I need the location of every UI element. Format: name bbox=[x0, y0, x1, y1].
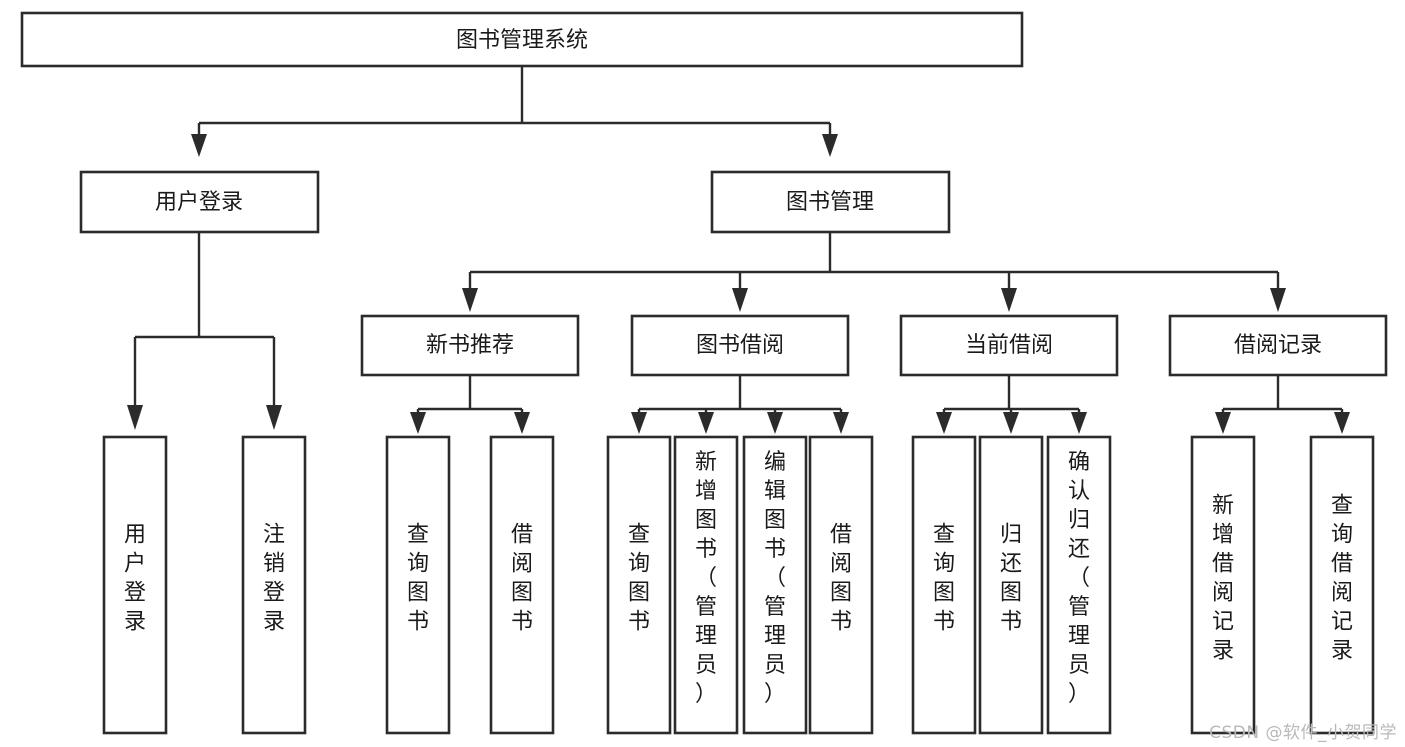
node-leaf-add-book-box[interactable] bbox=[673, 435, 739, 735]
node-leaf-borrow-book-1[interactable]: 借阅图书 bbox=[489, 435, 555, 735]
arrow-head-leaf-borrow-book-1 bbox=[514, 412, 530, 434]
node-root[interactable]: 图书管理系统 bbox=[20, 11, 1024, 68]
node-leaf-confirm-return[interactable]: 确认归还（管理员） bbox=[1046, 435, 1112, 735]
connector-group-user-login bbox=[127, 232, 282, 430]
connector-group-new-book-recommend bbox=[410, 376, 530, 434]
node-leaf-return-book-box[interactable] bbox=[978, 435, 1044, 735]
node-book-management[interactable]: 图书管理 bbox=[710, 170, 951, 234]
node-new-book-recommend-box[interactable] bbox=[360, 314, 580, 377]
node-leaf-query-record[interactable]: 查询借阅记录 bbox=[1309, 435, 1375, 735]
node-borrow-record[interactable]: 借阅记录 bbox=[1168, 314, 1388, 377]
arrow-head-leaf-logout-login bbox=[266, 405, 282, 430]
node-root-box[interactable] bbox=[20, 11, 1024, 68]
node-leaf-borrow-book-2[interactable]: 借阅图书 bbox=[808, 435, 874, 735]
node-leaf-edit-book-label: 编辑图书（管理员） bbox=[764, 450, 786, 707]
arrow-head-leaf-user-login bbox=[127, 405, 143, 430]
arrow-head-current-borrow bbox=[1001, 288, 1017, 312]
arrow-head-leaf-add-book bbox=[698, 412, 714, 434]
connector-group-book-management bbox=[462, 232, 1286, 312]
node-leaf-query-record-label: 查询借阅记录 bbox=[1331, 494, 1353, 664]
node-leaf-query-book-2[interactable]: 查询图书 bbox=[606, 435, 672, 735]
arrow-head-book-management bbox=[822, 134, 838, 157]
connector-group-root bbox=[191, 66, 838, 157]
node-borrow-record-box[interactable] bbox=[1168, 314, 1388, 377]
node-leaf-query-book-2-box[interactable] bbox=[606, 435, 672, 735]
arrow-head-new-book-recommend bbox=[462, 288, 478, 312]
node-leaf-query-book-1[interactable]: 查询图书 bbox=[385, 435, 451, 735]
arrow-head-leaf-query-book-2 bbox=[631, 412, 647, 434]
connector-group-book-borrow bbox=[631, 376, 849, 434]
node-leaf-borrow-book-2-box[interactable] bbox=[808, 435, 874, 735]
node-leaf-user-login-box[interactable] bbox=[102, 435, 168, 735]
arrow-head-book-borrow bbox=[732, 288, 748, 312]
arrow-head-borrow-record bbox=[1270, 288, 1286, 312]
node-leaf-borrow-book-1-box[interactable] bbox=[489, 435, 555, 735]
node-new-book-recommend[interactable]: 新书推荐 bbox=[360, 314, 580, 377]
node-leaf-query-record-box[interactable] bbox=[1309, 435, 1375, 735]
arrow-head-leaf-query-book-1 bbox=[410, 412, 426, 434]
node-leaf-query-book-1-box[interactable] bbox=[385, 435, 451, 735]
node-leaf-edit-book-box[interactable] bbox=[742, 435, 808, 735]
node-leaf-query-book-2-label: 查询图书 bbox=[628, 523, 650, 635]
node-current-borrow-box[interactable] bbox=[899, 314, 1119, 377]
node-leaf-return-book[interactable]: 归还图书 bbox=[978, 435, 1044, 735]
node-leaf-add-record[interactable]: 新增借阅记录 bbox=[1190, 435, 1256, 735]
arrow-head-leaf-borrow-book-2 bbox=[833, 412, 849, 434]
node-book-management-box[interactable] bbox=[710, 170, 951, 234]
csdn-watermark: CSDN @软件_小贺同学 bbox=[1209, 723, 1397, 743]
node-new-book-recommend-label: 新书推荐 bbox=[426, 333, 514, 358]
node-leaf-add-record-box[interactable] bbox=[1190, 435, 1256, 735]
node-leaf-logout-login-label: 注销登录 bbox=[263, 523, 285, 635]
node-leaf-query-book-3-label: 查询图书 bbox=[933, 523, 955, 635]
arrow-head-leaf-query-record bbox=[1334, 412, 1350, 434]
node-leaf-query-book-3-box[interactable] bbox=[911, 435, 977, 735]
node-book-borrow-label: 图书借阅 bbox=[696, 333, 784, 358]
node-leaf-query-book-3[interactable]: 查询图书 bbox=[911, 435, 977, 735]
node-leaf-query-book-1-label: 查询图书 bbox=[407, 523, 429, 635]
node-leaf-add-record-label: 新增借阅记录 bbox=[1212, 494, 1234, 664]
node-leaf-logout-login-box[interactable] bbox=[241, 435, 307, 735]
node-leaf-add-book-label: 新增图书（管理员） bbox=[695, 450, 717, 707]
node-leaf-edit-book[interactable]: 编辑图书（管理员） bbox=[742, 435, 808, 735]
arrow-head-leaf-add-record bbox=[1215, 412, 1231, 434]
node-book-management-label: 图书管理 bbox=[786, 190, 874, 215]
node-user-login-box[interactable] bbox=[79, 170, 320, 234]
node-current-borrow-label: 当前借阅 bbox=[965, 333, 1053, 358]
node-book-borrow-box[interactable] bbox=[630, 314, 850, 377]
arrow-head-user-login bbox=[191, 134, 207, 157]
node-leaf-borrow-book-2-label: 借阅图书 bbox=[830, 523, 852, 635]
connector-group-borrow-record bbox=[1215, 376, 1350, 434]
node-leaf-logout-login[interactable]: 注销登录 bbox=[241, 435, 307, 735]
node-book-borrow[interactable]: 图书借阅 bbox=[630, 314, 850, 377]
arrow-head-leaf-return-book bbox=[1003, 412, 1019, 434]
node-current-borrow[interactable]: 当前借阅 bbox=[899, 314, 1119, 377]
node-leaf-return-book-label: 归还图书 bbox=[1000, 523, 1022, 635]
node-user-login[interactable]: 用户登录 bbox=[79, 170, 320, 234]
arrow-head-leaf-edit-book bbox=[767, 412, 783, 434]
arrow-head-leaf-query-book-3 bbox=[936, 412, 952, 434]
node-user-login-label: 用户登录 bbox=[155, 190, 243, 215]
node-leaf-add-book[interactable]: 新增图书（管理员） bbox=[673, 435, 739, 735]
node-leaf-confirm-return-label: 确认归还（管理员） bbox=[1068, 450, 1090, 707]
node-leaf-borrow-book-1-label: 借阅图书 bbox=[511, 523, 533, 635]
node-leaf-confirm-return-box[interactable] bbox=[1046, 435, 1112, 735]
node-borrow-record-label: 借阅记录 bbox=[1234, 333, 1322, 358]
connector-group-current-borrow bbox=[936, 376, 1087, 434]
arrow-head-leaf-confirm-return bbox=[1071, 412, 1087, 434]
node-leaf-user-login[interactable]: 用户登录 bbox=[102, 435, 168, 735]
node-leaf-user-login-label: 用户登录 bbox=[124, 523, 146, 635]
node-root-label: 图书管理系统 bbox=[456, 28, 588, 53]
